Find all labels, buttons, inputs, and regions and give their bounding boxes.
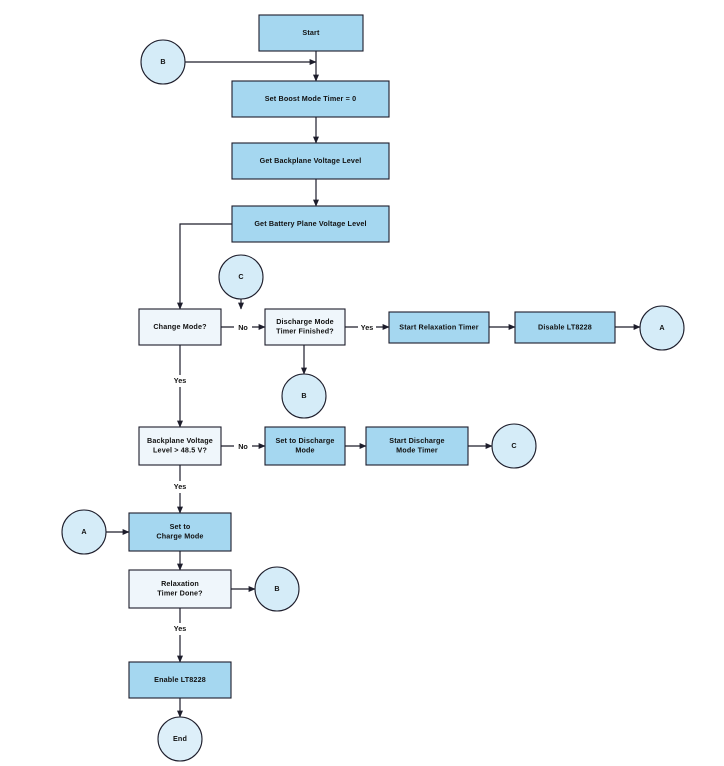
process-box[interactable] <box>258 14 364 52</box>
node-changeMode[interactable]: Change Mode? <box>138 308 222 346</box>
process-box[interactable] <box>388 311 490 344</box>
edge-label-bg <box>234 322 252 334</box>
connector-circle[interactable] <box>281 373 327 419</box>
process-box[interactable] <box>514 311 616 344</box>
edge-label-bg <box>234 441 252 453</box>
connector-circle[interactable] <box>218 254 264 300</box>
decision-box[interactable] <box>138 426 222 466</box>
node-getBackplaneV[interactable]: Get Backplane Voltage Level <box>231 142 390 180</box>
process-box[interactable] <box>264 426 346 466</box>
node-connC_top[interactable]: C <box>218 254 264 300</box>
process-box[interactable] <box>231 142 390 180</box>
node-end[interactable]: End <box>157 716 203 762</box>
node-connB_top[interactable]: B <box>140 39 186 85</box>
decision-box[interactable] <box>138 308 222 346</box>
terminal-circle[interactable] <box>157 716 203 762</box>
node-start[interactable]: Start <box>258 14 364 52</box>
edge-label-bg <box>171 623 189 635</box>
edge-label-bg <box>171 481 189 493</box>
edge-label-bg <box>358 322 376 334</box>
connector-circle[interactable] <box>140 39 186 85</box>
node-connB_bottom[interactable]: B <box>254 566 300 612</box>
process-box[interactable] <box>231 205 390 243</box>
node-startRelaxTimer[interactable]: Start Relaxation Timer <box>388 311 490 344</box>
connector-circle[interactable] <box>254 566 300 612</box>
node-enableLT8228[interactable]: Enable LT8228 <box>128 661 232 699</box>
process-box[interactable] <box>128 661 232 699</box>
decision-box[interactable] <box>128 569 232 609</box>
node-connC_right[interactable]: C <box>491 423 537 469</box>
process-box[interactable] <box>365 426 469 466</box>
edge-label-bg <box>171 375 189 387</box>
node-getBatteryPlaneV[interactable]: Get Battery Plane Voltage Level <box>231 205 390 243</box>
node-setBoostTimer[interactable]: Set Boost Mode Timer = 0 <box>231 80 390 118</box>
decision-box[interactable] <box>264 308 346 346</box>
process-box[interactable] <box>231 80 390 118</box>
node-connA_left[interactable]: A <box>61 509 107 555</box>
connector-circle[interactable] <box>639 305 685 351</box>
node-disableLT8228[interactable]: Disable LT8228 <box>514 311 616 344</box>
edge-getBatteryPlaneV-to-changeMode <box>177 223 232 310</box>
node-connB_mid[interactable]: B <box>281 373 327 419</box>
node-connA_right[interactable]: A <box>639 305 685 351</box>
connector-circle[interactable] <box>491 423 537 469</box>
process-box[interactable] <box>128 512 232 552</box>
connector-circle[interactable] <box>61 509 107 555</box>
